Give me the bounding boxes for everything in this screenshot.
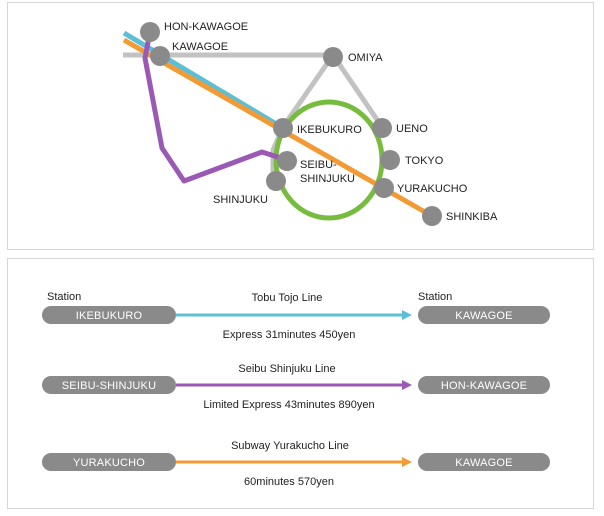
station-node-yurakucho[interactable] (374, 178, 394, 198)
route-detail-yurakucho: 60minutes 570yen (244, 476, 334, 488)
origin-pill-yurakucho[interactable] (42, 453, 176, 471)
destination-pill-kawagoe-2-label: KAWAGOE (455, 457, 512, 469)
destination-pill-kawagoe-label: KAWAGOE (455, 310, 512, 322)
destination-pill-kawagoe-2[interactable] (418, 453, 550, 471)
line-name-yurakucho: Subway Yurakucho Line (231, 440, 349, 452)
station-label-kawagoe: KAWAGOE (172, 41, 228, 53)
station-node-ueno[interactable] (372, 118, 392, 138)
jr-line-omiya-ueno (330, 53, 385, 129)
jr-line-omiya-ikebukuro (280, 53, 336, 129)
destination-pill-kawagoe[interactable] (418, 306, 550, 324)
seibu-shinjuku-line (142, 31, 288, 184)
station-node-ikebukuro[interactable] (273, 118, 293, 138)
station-label-seibu-shinjuku-line1: SEIBU- (300, 159, 337, 171)
route-detail-seibu-shinjuku: Limited Express 43minutes 890yen (203, 399, 374, 411)
station-node-shinjuku[interactable] (266, 171, 286, 191)
destination-station-header: Station (418, 291, 452, 303)
station-label-yurakucho: YURAKUCHO (397, 183, 468, 195)
route-row-seibu-shinjuku: SEIBU-SHINJUKU HON-KAWAGOE Seibu Shinjuk… (42, 363, 550, 411)
origin-pill-ikebukuro-label: IKEBUKURO (76, 310, 143, 322)
station-node-kawagoe[interactable] (150, 46, 170, 66)
station-label-ueno: UENO (396, 123, 428, 135)
origin-pill-yurakucho-label: YURAKUCHO (73, 457, 145, 469)
route-detail-tobu-tojo: Express 31minutes 450yen (223, 329, 356, 341)
station-label-omiya: OMIYA (348, 52, 383, 64)
tobu-tojo-line (122, 30, 285, 131)
line-name-tobu-tojo: Tobu Tojo Line (252, 292, 323, 304)
route-row-yurakucho: YURAKUCHO KAWAGOE Subway Yurakucho Line … (42, 440, 550, 488)
station-node-omiya[interactable] (323, 47, 343, 67)
destination-pill-hon-kawagoe-label: HON-KAWAGOE (441, 380, 527, 392)
station-node-seibu-shinjuku[interactable] (277, 151, 297, 171)
route-row-tobu-tojo: IKEBUKURO KAWAGOE Tobu Tojo Line Express… (42, 292, 550, 341)
destination-pill-hon-kawagoe[interactable] (418, 376, 550, 394)
station-label-tokyo: TOKYO (405, 155, 444, 167)
station-label-shinjuku: SHINJUKU (213, 194, 268, 206)
origin-pill-seibu-shinjuku-label: SEIBU-SHINJUKU (62, 380, 156, 392)
station-label-seibu-shinjuku-line2: SHINJUKU (300, 173, 355, 185)
origin-station-header: Station (47, 291, 81, 303)
station-node-hon-kawagoe[interactable] (140, 22, 160, 42)
station-node-tokyo[interactable] (380, 150, 400, 170)
station-node-shinkiba[interactable] (422, 206, 442, 226)
origin-pill-ikebukuro[interactable] (42, 306, 176, 324)
station-label-hon-kawagoe: HON-KAWAGOE (164, 21, 248, 33)
origin-pill-seibu-shinjuku[interactable] (42, 376, 176, 394)
station-label-shinkiba: SHINKIBA (446, 211, 498, 223)
station-label-ikebukuro: IKEBUKURO (297, 124, 362, 136)
line-name-seibu-shinjuku: Seibu Shinjuku Line (238, 363, 335, 375)
